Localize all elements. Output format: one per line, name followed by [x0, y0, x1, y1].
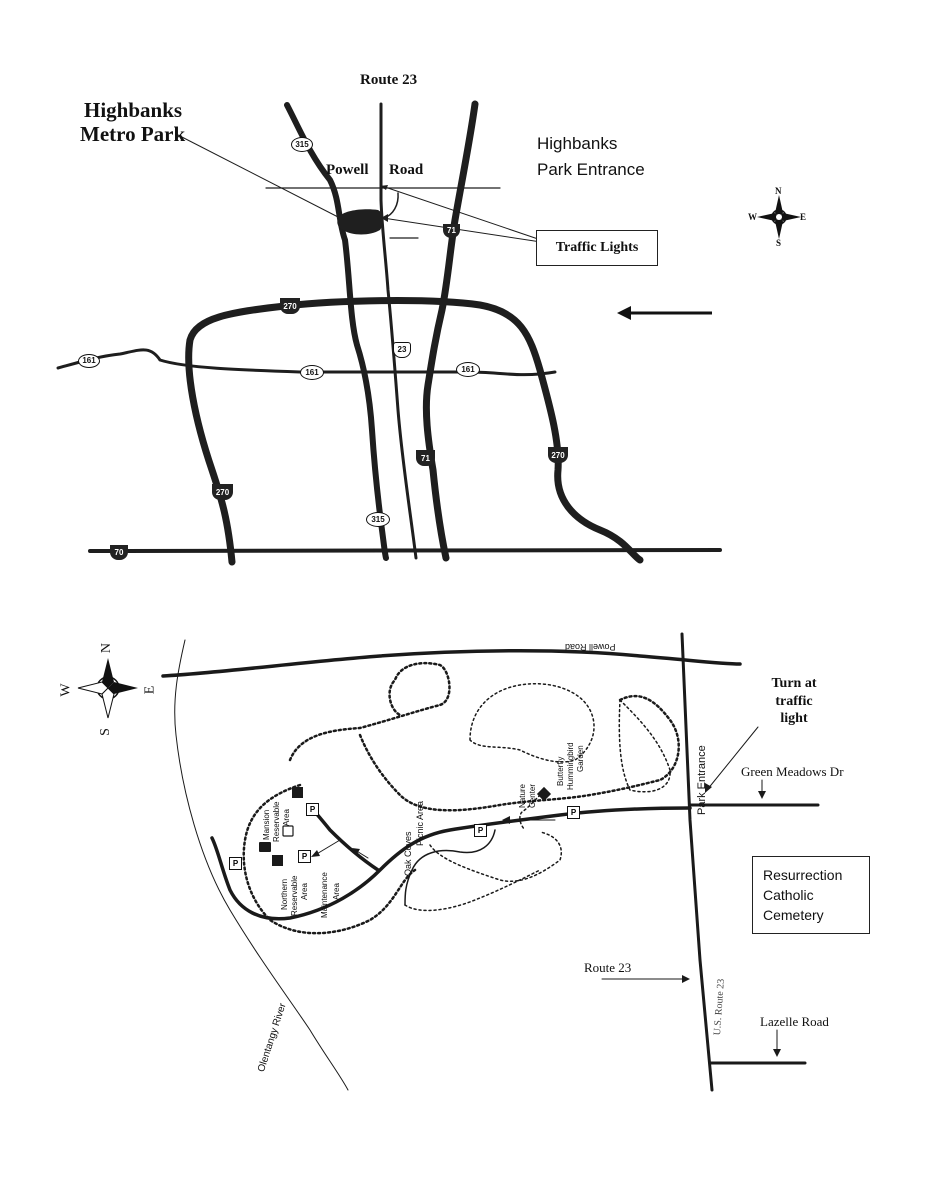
bottom-compass-s: S [97, 728, 113, 736]
turn-callout-arrow [706, 726, 759, 791]
northern-label-1: Northern [280, 878, 289, 910]
top-compass-w: W [748, 212, 757, 222]
top-compass-s: S [776, 238, 782, 248]
trail-lower-loop [404, 869, 541, 912]
mansion-area-marker [292, 787, 303, 798]
park-title-line2: Metro Park [80, 122, 186, 146]
lazelle-road-label: Lazelle Road [760, 1014, 829, 1029]
oak-coves-label-2: Picnic Area [415, 800, 425, 846]
traffic-light-pointer-1 [381, 185, 542, 241]
top-compass-rose [757, 195, 801, 239]
park-spur-road [308, 804, 380, 872]
cemetery-line3: Cemetery [763, 907, 824, 923]
turn-note-line2: traffic [775, 694, 813, 709]
parking-icon-maintenance: P [298, 850, 311, 863]
route-23-label: Route 23 [360, 72, 418, 88]
trail-north-loop [288, 661, 451, 762]
route-23-bottom-label: Route 23 [584, 960, 632, 975]
us-route-23-road [680, 632, 714, 1092]
nature-center-label-2: Center [528, 783, 537, 808]
entrance-label-line1: Highbanks [537, 134, 618, 153]
route-315-shield-bottom: 315 [366, 512, 390, 527]
cemetery-line1: Resurrection [763, 867, 843, 883]
trail-center-link [519, 794, 541, 831]
bottom-compass-rose [77, 658, 138, 719]
route-161-shield-mid: 161 [300, 365, 324, 380]
interstate-71-shield-top: 71 [443, 224, 460, 238]
trail-east-loop [618, 699, 671, 793]
bottom-compass-e: E [142, 685, 158, 695]
park-title-line1: Highbanks [84, 98, 183, 122]
interstate-70-road [88, 548, 722, 553]
butterfly-label-1: Butterfly [556, 756, 565, 786]
turn-note-line1: Turn at [771, 676, 817, 691]
park-entrance-label: Park Entrance [696, 745, 708, 815]
parking-icon-west: P [229, 857, 242, 870]
olentangy-river [174, 639, 349, 1091]
direction-arrowhead [617, 306, 631, 320]
interstate-71-road [422, 100, 479, 562]
traffic-lights-box: Traffic Lights [536, 230, 658, 266]
top-map [56, 100, 801, 566]
pointer-arrowhead [380, 185, 388, 190]
route-161-shield-right: 161 [456, 362, 480, 377]
trail-garden-loop [469, 683, 595, 763]
traffic-light-pointer-2 [382, 217, 542, 243]
shelter-icon [259, 842, 271, 852]
route-315-shield-top: 315 [291, 137, 313, 152]
northern-label-3: Area [300, 883, 309, 900]
road-label: Road [389, 162, 424, 178]
top-compass-n: N [775, 186, 782, 196]
nature-center-label-1: Nature [518, 783, 527, 808]
green-meadows-label: Green Meadows Dr [741, 764, 844, 779]
northern-label-2: Reservable [290, 875, 299, 916]
turn-arrowhead [381, 214, 388, 222]
restroom-icon [282, 825, 294, 837]
cemetery-line2: Catholic [763, 887, 814, 903]
route-161-shield-left: 161 [78, 354, 100, 368]
oak-coves-label-1: Oak Coves [403, 831, 413, 876]
cemetery-box: Resurrection Catholic Cemetery [752, 856, 870, 934]
powell-label: Powell [326, 162, 369, 178]
butterfly-label-2: Hummingbird [566, 742, 575, 790]
interstate-270-road [185, 297, 644, 566]
northern-area-marker [272, 855, 283, 866]
trail-south-loop [429, 831, 562, 882]
us-23-shield: 23 [393, 342, 411, 358]
road-arrow-2 [314, 839, 341, 856]
parking-icon-mansion: P [306, 803, 319, 816]
parking-icon-nature-center: P [567, 806, 580, 819]
entrance-label-line2: Park Entrance [537, 160, 645, 179]
trail-mid-loop [358, 694, 680, 812]
mansion-label-3: Area [282, 809, 291, 826]
maintenance-label-2: Area [332, 883, 341, 900]
highbanks-park-shape [337, 209, 384, 235]
nature-center-marker [536, 786, 552, 802]
interstate-71-shield-bottom: 71 [416, 450, 435, 466]
interstate-270-shield-left: 270 [212, 484, 233, 500]
parking-icon-oak-coves: P [474, 824, 487, 837]
powell-road [161, 648, 742, 678]
bottom-compass-n: N [99, 642, 115, 654]
trail-west-loop [242, 783, 417, 935]
route-161-road [56, 348, 557, 377]
maintenance-label-1: Maintenance [320, 872, 329, 918]
bottom-compass-w: W [58, 683, 74, 697]
mansion-label-1: Mansion [262, 809, 271, 840]
top-compass-e: E [800, 212, 807, 222]
us-23-road [379, 102, 418, 560]
park-title-pointer [177, 134, 341, 219]
turn-note-line3: light [780, 711, 808, 726]
picnic-loop-road [404, 829, 496, 906]
mansion-label-2: Reservable [272, 801, 281, 842]
butterfly-label-3: Garden [576, 745, 585, 772]
interstate-70-shield: 70 [110, 545, 128, 560]
powell-road-label: Powell Road [565, 642, 616, 652]
interstate-270-shield-right: 270 [548, 447, 568, 463]
interstate-270-shield-top: 270 [280, 298, 300, 314]
